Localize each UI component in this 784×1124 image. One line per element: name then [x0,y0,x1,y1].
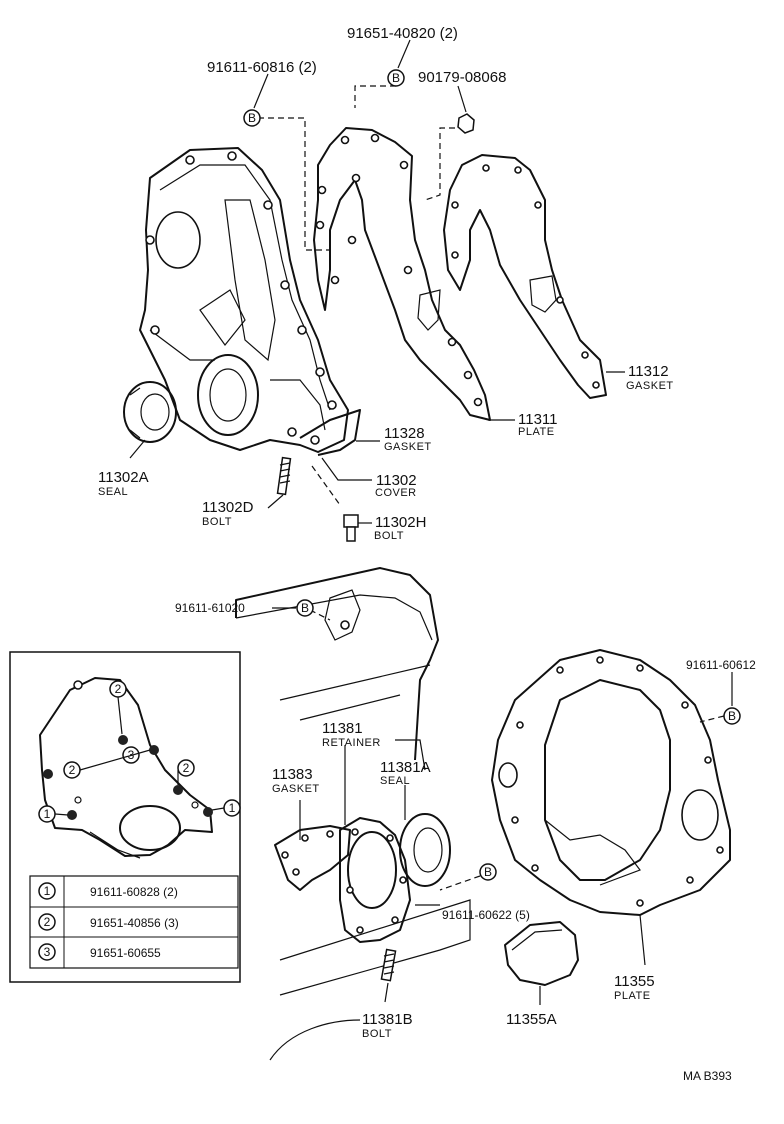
callout-11302H-desc: BOLT [374,530,404,542]
callout-11311: 11311 [518,411,558,428]
callout-11355-desc: PLATE [614,990,651,1002]
callout-11302A-desc: SEAL [98,486,128,498]
inset-marker-2: 2 [109,680,127,698]
callout-11355A: 11355A [506,1011,557,1028]
svg-text:2: 2 [44,915,51,929]
callout-91611-60612: 91611-60612 [686,658,756,672]
cap-11355A [504,921,579,986]
bolt-11302D [276,456,292,496]
svg-text:3: 3 [44,945,51,959]
legend-row: 1 91611-60828 (2) [38,882,178,900]
svg-text:B: B [301,601,309,615]
callout-11328-desc: GASKET [384,441,432,453]
callout-91611-60622: 91611-60622 (5) [442,908,530,922]
inset-marker-1: 1 [38,805,56,823]
callout-11312: 11312 [628,363,669,380]
svg-text:2: 2 [69,763,76,777]
seal-11381A [399,813,451,887]
gasket-11383 [274,825,351,891]
callout-91611-61020: 91611-61020 [175,601,245,615]
callout-11381A: 11381A [380,759,431,776]
callout-91651-40820: 91651-40820 (2) [347,25,458,42]
gasket-11328 [299,409,361,456]
plate-11355 [491,649,731,916]
bolt-11302H [311,465,359,542]
callout-11381: 11381 [322,720,363,737]
b-marker: B [296,599,314,617]
callout-11383: 11383 [272,766,313,783]
inset-marker-2: 2 [63,761,81,779]
svg-text:B: B [392,71,400,85]
b-marker: B [723,707,741,725]
nut-90179-08068 [457,113,475,134]
legend-row: 2 91651-40856 (3) [38,913,179,931]
b-marker: B [243,109,261,127]
callout-11302D: 11302D [202,499,254,516]
inset-box: 2 2 2 3 1 1 [9,651,241,983]
callout-11311-desc: PLATE [518,426,555,438]
svg-text:B: B [728,709,736,723]
svg-text:2: 2 [115,682,122,696]
inset-marker-2: 2 [177,759,195,777]
retainer-11381 [339,817,411,943]
b-marker: B [387,69,405,87]
callout-11302D-desc: BOLT [202,516,232,528]
callout-11302A: 11302A [98,469,149,486]
plate-11311 [313,127,491,421]
bolt-11381B [380,948,397,982]
callout-11302-desc: COVER [375,487,417,499]
svg-text:B: B [484,865,492,879]
svg-text:1: 1 [229,801,236,815]
engine-block [235,567,471,1061]
gasket-11312 [443,154,607,399]
inset-marker-1: 1 [223,799,241,817]
svg-text:1: 1 [44,884,51,898]
svg-text:91611-60828 (2): 91611-60828 (2) [90,885,178,899]
callout-11328: 11328 [384,425,425,442]
callout-11355: 11355 [614,973,655,990]
legend-row: 3 91651-60655 [38,943,161,961]
callout-91611-60816: 91611-60816 (2) [207,59,317,76]
callout-11381-desc: RETAINER [322,737,381,749]
callout-11383-desc: GASKET [272,783,320,795]
callout-11302H: 11302H [375,514,426,531]
callout-11381B-desc: BOLT [362,1028,392,1040]
diagram-code: MA B393 [683,1069,732,1083]
callout-90179-08068: 90179-08068 [418,69,506,86]
svg-text:91651-40856 (3): 91651-40856 (3) [90,916,179,930]
callout-11312-desc: GASKET [626,380,674,392]
svg-text:B: B [248,111,256,125]
callout-11381A-desc: SEAL [380,775,410,787]
callout-11302: 11302 [376,472,417,489]
b-marker: B [479,863,497,881]
seal-11302A [123,381,177,443]
inset-legend-table: 1 91611-60828 (2) 2 91651-40856 (3) 3 91… [29,875,239,969]
timing-cover-11302 [139,147,349,453]
svg-text:91651-60655: 91651-60655 [90,946,161,960]
svg-text:1: 1 [44,807,51,821]
callout-11381B: 11381B [362,1011,413,1028]
svg-text:2: 2 [183,761,190,775]
